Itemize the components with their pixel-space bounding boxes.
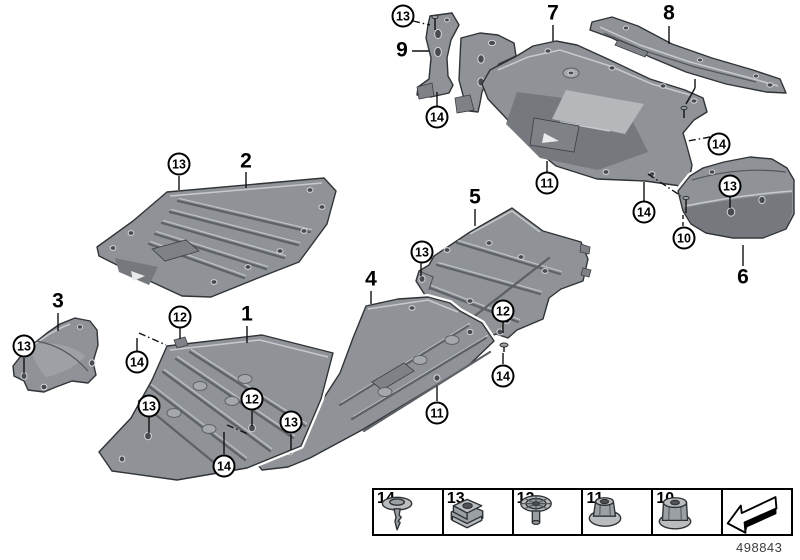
callout-fastener-13[interactable]: 13 xyxy=(167,152,191,176)
callout-part-3[interactable]: 3 xyxy=(52,289,64,313)
callout-part-2[interactable]: 2 xyxy=(240,149,252,173)
callout-fastener-11[interactable]: 11 xyxy=(535,171,559,195)
callout-fastener-11[interactable]: 11 xyxy=(425,401,449,425)
legend-item-13[interactable]: 13 xyxy=(444,490,514,534)
callout-fastener-14[interactable]: 14 xyxy=(491,364,515,388)
callout-fastener-14[interactable]: 14 xyxy=(125,350,149,374)
push-rivet-icon xyxy=(381,496,413,531)
callout-fastener-10[interactable]: 10 xyxy=(672,226,696,250)
callout-part-4[interactable]: 4 xyxy=(365,267,377,291)
part-3-panel xyxy=(10,315,101,395)
legend-item-11[interactable]: 11 xyxy=(583,490,654,534)
direction-arrow-icon xyxy=(726,496,778,534)
figure-code: 498843 xyxy=(736,540,783,555)
callout-fastener-12[interactable]: 12 xyxy=(491,299,515,323)
inline-fastener-glyphs xyxy=(431,14,696,352)
flange-nut-icon xyxy=(589,497,622,527)
part-8-panel xyxy=(587,14,789,96)
callout-fastener-13[interactable]: 13 xyxy=(391,4,415,28)
callout-part-9[interactable]: 9 xyxy=(396,38,408,62)
callout-part-7[interactable]: 7 xyxy=(547,1,559,25)
callout-fastener-14[interactable]: 14 xyxy=(212,454,236,478)
legend-item-10[interactable]: 10 xyxy=(653,490,724,534)
legend-item-direction[interactable] xyxy=(723,490,791,534)
part-9-bracket xyxy=(414,10,462,100)
part-2-panel xyxy=(94,175,339,300)
callout-fastener-13[interactable]: 13 xyxy=(718,174,742,198)
callout-part-8[interactable]: 8 xyxy=(663,1,675,25)
callout-part-1[interactable]: 1 xyxy=(241,302,253,326)
callout-fastener-13[interactable]: 13 xyxy=(279,410,303,434)
callout-part-5[interactable]: 5 xyxy=(469,185,481,209)
cap-nut-icon xyxy=(658,497,692,530)
fastener-legend: 14 13 12 11 xyxy=(372,488,793,536)
callout-part-6[interactable]: 6 xyxy=(737,265,749,289)
callout-fastener-13[interactable]: 13 xyxy=(137,394,161,418)
legend-item-12[interactable]: 12 xyxy=(514,490,584,534)
expanding-rivet-icon xyxy=(519,495,552,526)
callout-fastener-12[interactable]: 12 xyxy=(168,305,192,329)
cage-nut-icon xyxy=(450,498,484,529)
callout-fastener-14[interactable]: 14 xyxy=(425,105,449,129)
part-7-panel xyxy=(454,30,710,190)
callout-fastener-14[interactable]: 14 xyxy=(632,200,656,224)
leader-lines xyxy=(23,20,744,454)
part-1-panel xyxy=(96,332,336,483)
callout-fastener-13[interactable]: 13 xyxy=(12,334,36,358)
callout-fastener-13[interactable]: 13 xyxy=(410,240,434,264)
callout-fastener-14[interactable]: 14 xyxy=(707,132,731,156)
callout-fastener-12[interactable]: 12 xyxy=(240,387,264,411)
legend-item-14[interactable]: 14 xyxy=(374,490,444,534)
part-6-panel xyxy=(675,154,797,241)
